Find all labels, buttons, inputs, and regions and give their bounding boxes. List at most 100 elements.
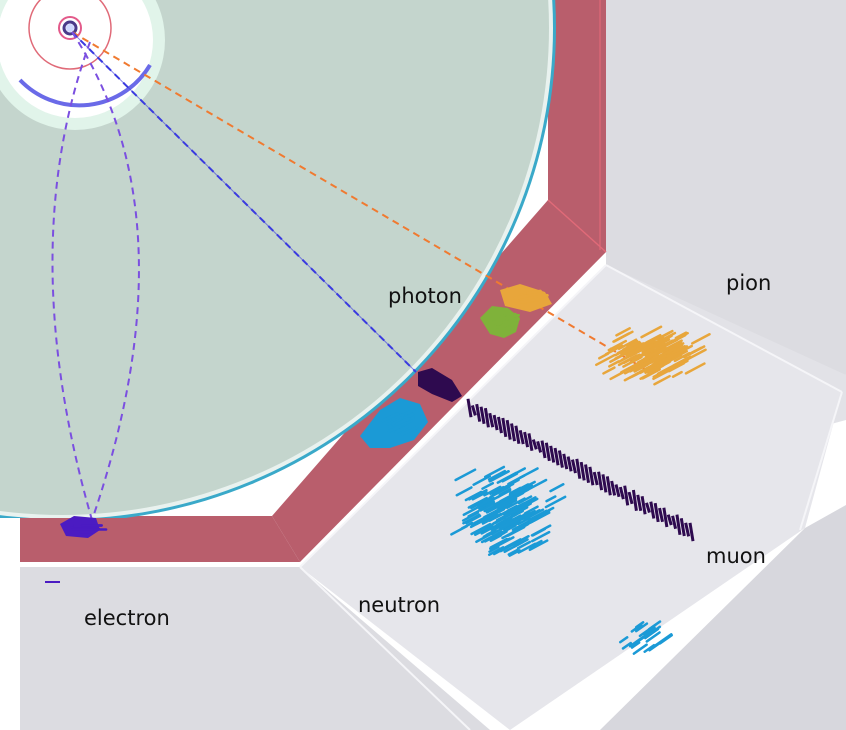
neutron-hit (630, 641, 641, 649)
electron-track (71, 31, 140, 521)
neutron-hit (480, 530, 503, 544)
muon-hit (501, 417, 508, 438)
neutron-hit (512, 484, 532, 496)
neutron-hit (508, 549, 521, 557)
pion-hit (651, 353, 673, 366)
pion-hit (652, 366, 673, 379)
electron-track-inner (51, 41, 93, 521)
muon-hit (671, 515, 678, 530)
label-electron: electron (84, 606, 170, 630)
muon-hit (510, 423, 517, 442)
muon-hit (649, 501, 656, 519)
neutron-hit (470, 496, 493, 510)
particle-tracks (51, 31, 651, 521)
label-neutron: neutron (358, 593, 440, 617)
muon-hit (488, 412, 495, 428)
photon-hit (494, 318, 512, 324)
pion-cal-hit (527, 294, 547, 301)
neutron-hit (512, 538, 529, 548)
photon-hit (501, 321, 519, 327)
muon-hit (483, 407, 490, 428)
muon-hit (557, 450, 564, 468)
pion-cal-hit (526, 289, 542, 295)
neutron-hit (483, 465, 506, 479)
pion-cal-hit (513, 294, 529, 300)
pion-hit (667, 362, 685, 373)
photon-hit (502, 319, 517, 325)
muon-hit (584, 464, 591, 484)
neutron-cal-hit (386, 415, 404, 426)
muon-hit (636, 494, 643, 512)
muon-hit (592, 471, 599, 486)
pion-hit (617, 354, 639, 367)
vertex-ring-dark (62, 20, 78, 36)
pion-hit (641, 336, 660, 348)
neutron-hit (505, 497, 526, 510)
neutron-hit (643, 626, 656, 637)
neutron-hit (632, 643, 648, 655)
neutron-hit (488, 545, 500, 553)
pion-hit (673, 333, 687, 342)
panel-edge (799, 391, 843, 531)
neutron-cal-hit (395, 417, 411, 426)
pion-hit (644, 335, 660, 345)
pion-hit (628, 360, 650, 373)
neutron-hit (507, 474, 526, 486)
pion-hit (598, 352, 610, 360)
muon-hit (540, 440, 547, 459)
neutron-hit (467, 488, 488, 501)
neutron-cal-hit (391, 413, 405, 421)
muon-hit (688, 522, 695, 542)
neutron-hit (455, 486, 473, 497)
neutron-hit (619, 636, 629, 644)
muon-hit (531, 439, 538, 450)
muon-hit (505, 419, 512, 440)
neutron-hit (504, 522, 519, 531)
label-muon: muon (706, 544, 766, 568)
muon-hit (623, 485, 630, 506)
neutron-hit (549, 483, 565, 493)
neutron-hit (545, 495, 557, 503)
neutron-hit (521, 509, 536, 519)
neutron-hit (621, 641, 633, 650)
neutron-hit (501, 517, 513, 525)
pion-hit (653, 354, 667, 364)
muon-hit (536, 440, 543, 453)
neutron-cal-hit (394, 425, 409, 434)
neutron-hit (496, 489, 512, 499)
neutron-hit (487, 546, 505, 556)
muon-hit (518, 429, 525, 445)
muon-hit (566, 456, 573, 472)
pion-cal-hit (527, 291, 546, 298)
panel-edge (605, 264, 843, 393)
neutron-hit (544, 495, 567, 509)
neutron-hit (517, 495, 533, 505)
muon-hit (475, 403, 482, 422)
neutron-hit (496, 471, 518, 484)
neutron-hit (496, 497, 518, 510)
pion-hit (617, 338, 638, 351)
neutron-hit (495, 482, 515, 494)
neutron-hit (462, 505, 481, 517)
muon-hit (470, 404, 477, 416)
neutron-hit (467, 496, 488, 509)
muon-hit (631, 489, 638, 511)
neutron-hit (530, 524, 552, 537)
neutron-hit (628, 633, 648, 648)
neutron-hit (509, 486, 522, 495)
muon-hit (597, 471, 604, 491)
pion-hit (616, 343, 635, 355)
pion-track (71, 31, 651, 373)
neutron-hit (489, 485, 505, 496)
neutron-hit (488, 470, 510, 483)
label-pion: pion (726, 271, 771, 295)
calorimeter-edge (547, 199, 607, 253)
muon-hit (679, 518, 686, 537)
pion-hit (615, 327, 631, 337)
pion-hit (653, 340, 672, 352)
pion-hit (638, 365, 654, 375)
muon-hit (662, 507, 669, 528)
inner-detector-core (0, 0, 153, 118)
muon-hit (492, 414, 499, 431)
